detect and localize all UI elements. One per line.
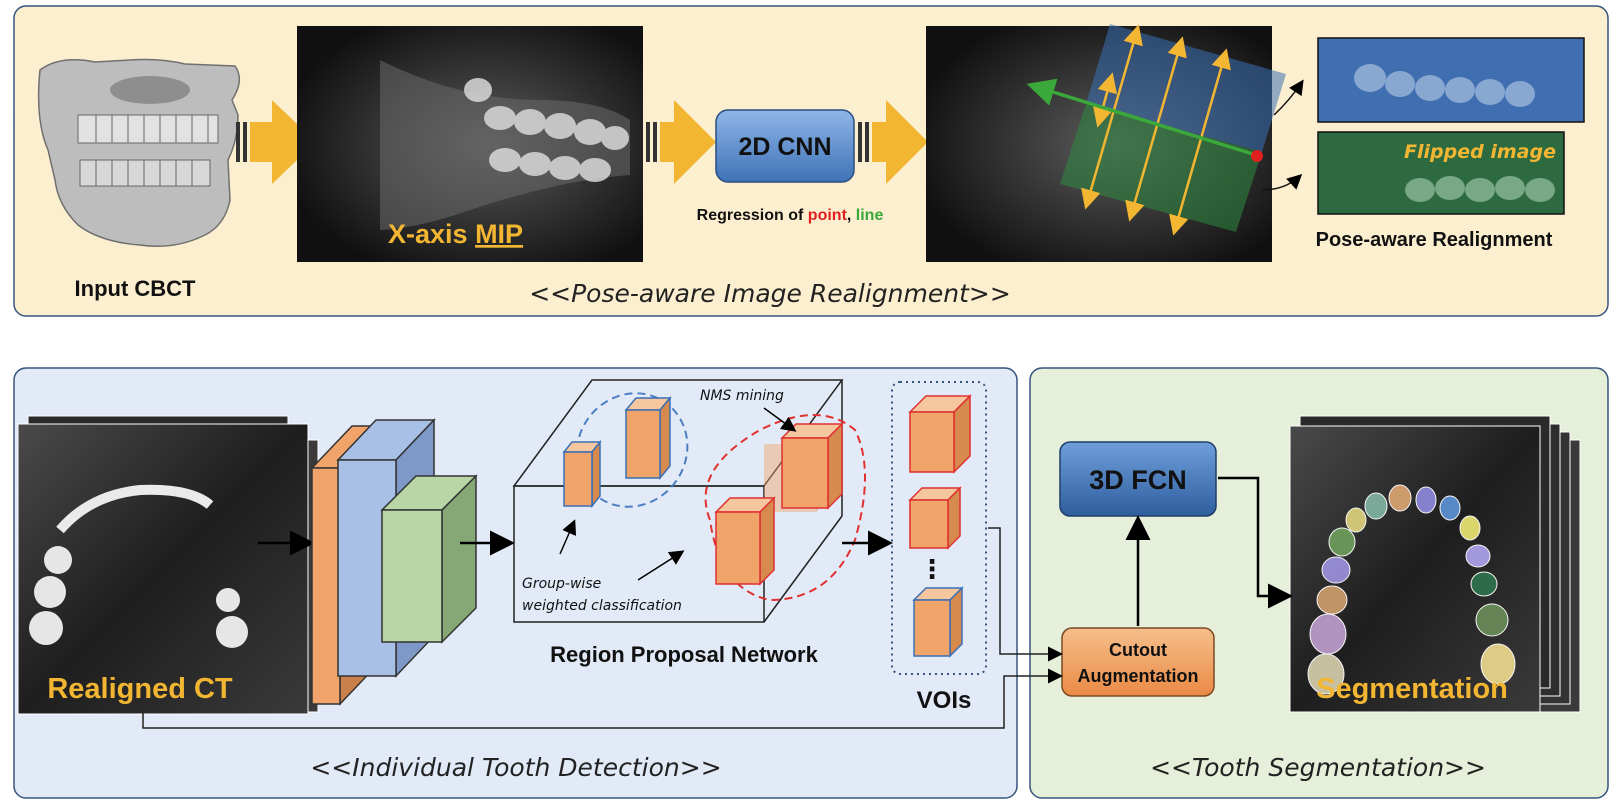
network-layers — [310, 418, 478, 706]
skull-icon — [37, 58, 241, 247]
group-wise-label-1: Group-wise — [522, 576, 601, 592]
cutout-label-2: Augmentation — [1078, 666, 1199, 686]
realignment-caption: <<Pose-aware Image Realignment>> — [529, 279, 1011, 308]
cube-icon — [714, 496, 776, 586]
arrow-gold-3 — [858, 100, 928, 184]
cube-icon — [780, 422, 844, 510]
realigned-ct-label: Realigned CT — [47, 673, 233, 705]
pose-aware-realignment-label: Pose-aware Realignment — [1316, 229, 1553, 251]
regression-line: line — [856, 207, 884, 224]
vois-ellipsis: ⋮ — [919, 554, 945, 584]
regression-point: point — [808, 207, 848, 224]
cnn-2d-box: 2D CNN — [715, 109, 855, 183]
vois-box: ⋮ VOIs — [891, 381, 987, 714]
cube-icon — [908, 486, 962, 550]
cube-icon — [908, 394, 972, 474]
input-cbct-label: Input CBCT — [75, 276, 197, 301]
vois-label: VOIs — [917, 687, 972, 714]
nms-mining-label: NMS mining — [700, 388, 784, 404]
ct-slice-stack: Realigned CT — [17, 415, 319, 715]
cube-icon — [912, 586, 964, 658]
arrow-gold-1 — [236, 100, 316, 184]
detection-caption: <<Individual Tooth Detection>> — [310, 753, 721, 782]
segmentation-panel: 3D FCN Cutout Augmentation — [1029, 367, 1609, 799]
svg-text:X-axis MIP: X-axis MIP — [388, 219, 523, 249]
flipped-image-label: Flipped image — [1404, 141, 1556, 163]
cube-icon — [562, 439, 602, 509]
cube-icon — [624, 395, 672, 481]
segmentation-caption: <<Tooth Segmentation>> — [1150, 753, 1486, 782]
detection-panel: Realigned CT — [13, 367, 1018, 799]
cutout-augmentation-box: Cutout Augmentation — [1061, 627, 1215, 697]
upper-jaw-output — [1317, 37, 1585, 123]
rpn-label: Region Proposal Network — [550, 642, 818, 667]
rpn-box: NMS mining Group-wise weighted classific… — [512, 379, 866, 667]
fcn-3d-label: 3D FCN — [1089, 465, 1187, 495]
fcn-3d-box: 3D FCN — [1059, 441, 1217, 517]
segmentation-label: Segmentation — [1316, 673, 1508, 705]
arrow-gold-2 — [646, 100, 716, 184]
realignment-panel: Input CBCT X-axis MIP — [13, 5, 1609, 317]
regression-caption: Regression of point, line — [697, 207, 884, 224]
cutout-label-1: Cutout — [1109, 640, 1167, 660]
lower-jaw-output: Flipped image — [1317, 131, 1565, 215]
group-wise-label-2: weighted classification — [522, 598, 682, 614]
cnn-2d-label: 2D CNN — [738, 133, 831, 161]
realign-image — [926, 24, 1286, 262]
mip-label-prefix: X-axis — [388, 219, 475, 249]
mip-label-underlined: MIP — [475, 219, 523, 249]
mip-image: X-axis MIP — [297, 26, 643, 262]
segmentation-stack: Segmentation — [1289, 415, 1581, 713]
